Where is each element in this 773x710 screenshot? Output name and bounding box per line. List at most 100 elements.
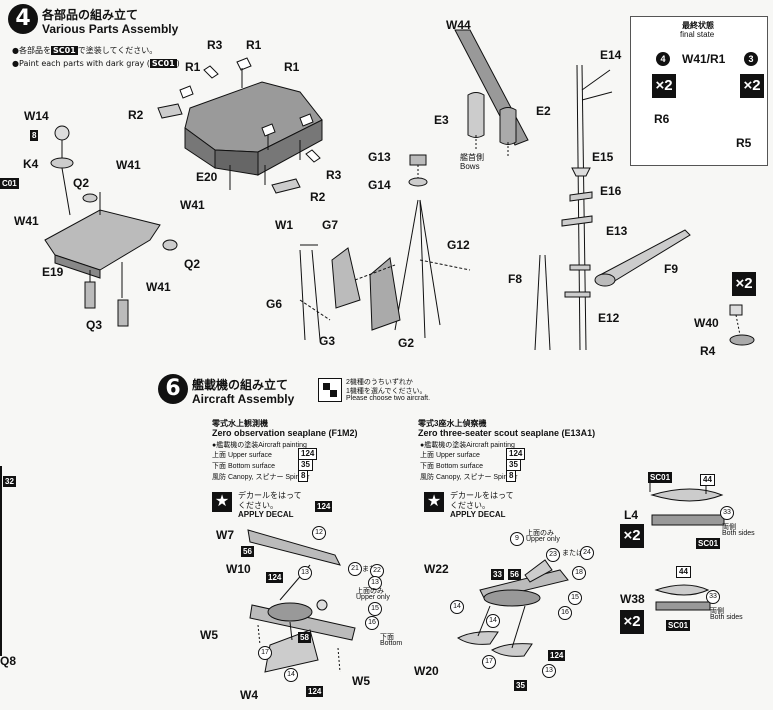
plane2-name-en: Zero three-seater scout seaplane (E13A1) bbox=[418, 428, 596, 438]
plane1-name-en: Zero observation seaplane (F1M2) bbox=[212, 428, 358, 438]
note-jp-2: で塗装してください。 bbox=[77, 46, 158, 55]
e14-mast bbox=[534, 64, 691, 351]
label-e20: E20 bbox=[196, 170, 218, 184]
plane1-drawing bbox=[247, 529, 356, 673]
row-label: 上面 Upper surface bbox=[420, 452, 480, 459]
code-56: 56 bbox=[241, 546, 254, 557]
final-right-mult: ×2 bbox=[740, 74, 764, 98]
plane1-decal-jp-1: デカールをはって bbox=[238, 491, 302, 500]
decal-17-p2: 17 bbox=[482, 655, 496, 669]
code-sc01-edge: C01 bbox=[0, 178, 19, 189]
final-state-title-jp: 最終状態 bbox=[682, 21, 714, 30]
label-k4: K4 bbox=[23, 157, 39, 171]
label-w41-right: W41 bbox=[180, 198, 205, 212]
code-32: 32 bbox=[3, 476, 16, 487]
step-4-title-en: Various Parts Assembly bbox=[42, 22, 179, 36]
final-r5: R5 bbox=[736, 136, 752, 150]
decal-18: 18 bbox=[572, 566, 586, 580]
plane1-bottom-en: Bottom bbox=[380, 640, 403, 647]
plane2-decal-jp-1: デカールをはって bbox=[450, 491, 514, 500]
label-r3-right: R3 bbox=[326, 168, 342, 182]
step-6-title-jp: 艦載機の組み立て bbox=[192, 378, 289, 392]
plane2-row-1: 下面 Bottom surface bbox=[420, 461, 520, 471]
label-r1-top: R1 bbox=[246, 38, 262, 52]
code-sc01-c: SC01 bbox=[666, 620, 691, 631]
final-part-label: W41/R1 bbox=[682, 52, 726, 66]
plane2-row-2: 風防 Canopy, スピナー Spinner bbox=[420, 472, 520, 482]
note-code-en: SC01 bbox=[149, 59, 177, 68]
choose-en: Please choose two aircraft. bbox=[346, 395, 431, 402]
decal-17: 17 bbox=[258, 646, 272, 660]
label-e16: E16 bbox=[600, 184, 622, 198]
label-q3: Q3 bbox=[86, 318, 103, 332]
plane2-upper-jp: 上面のみ bbox=[526, 530, 554, 537]
label-w1: W1 bbox=[275, 218, 293, 232]
code-56-p2: 56 bbox=[508, 569, 521, 580]
label-w41-bottom: W41 bbox=[146, 280, 171, 294]
decal-14b-p2: 14 bbox=[486, 614, 500, 628]
decal-13b: 13 bbox=[368, 576, 382, 590]
label-r4: R4 bbox=[700, 344, 716, 358]
w40-mult: ×2 bbox=[732, 272, 756, 296]
plane2-name-jp: 零式3座水上偵察機 bbox=[418, 419, 487, 428]
label-g7: G7 bbox=[322, 218, 339, 232]
code-44-b: 44 bbox=[676, 566, 691, 578]
boat-drawings bbox=[649, 476, 725, 611]
row-label: 風防 Canopy, スピナー Spinner bbox=[212, 474, 310, 481]
plane1-row-1: 下面 Bottom surface bbox=[212, 461, 312, 471]
label-w40: W40 bbox=[694, 316, 719, 330]
step-6-title-en: Aircraft Assembly bbox=[192, 392, 295, 406]
label-r2-left: R2 bbox=[128, 108, 144, 122]
decal-15-p2: 15 bbox=[568, 591, 582, 605]
code-sc01-b: SC01 bbox=[696, 538, 721, 549]
both-jp-a: 両側 bbox=[722, 524, 736, 531]
label-g12: G12 bbox=[447, 238, 470, 252]
final-state-title-en: final state bbox=[680, 30, 715, 39]
label-w44: W44 bbox=[446, 18, 471, 32]
plane1-row-2: 風防 Canopy, スピナー Spinner bbox=[212, 472, 312, 482]
label-g6: G6 bbox=[266, 297, 283, 311]
plane2-row-2-code: 8 bbox=[506, 470, 517, 482]
label-e14: E14 bbox=[600, 48, 622, 62]
plane2-decal-jp-2: ください。 bbox=[450, 501, 490, 510]
left-edge-line bbox=[0, 466, 2, 656]
final-r6: R6 bbox=[654, 112, 670, 126]
plane1-decal-en: APPLY DECAL bbox=[238, 510, 294, 519]
label-w14: W14 bbox=[24, 109, 49, 123]
label-w10: W10 bbox=[226, 562, 251, 576]
note-code-jp: SC01 bbox=[50, 46, 78, 55]
label-bows-en: Bows bbox=[460, 162, 480, 171]
plane2-mata: または bbox=[562, 550, 583, 557]
decal-33-a: 33 bbox=[720, 506, 734, 520]
label-w20: W20 bbox=[414, 664, 439, 678]
label-w5-right: W5 bbox=[352, 674, 370, 688]
plane1-paint-title: ●艦載機の塗装Aircraft painting bbox=[212, 442, 307, 449]
label-w41-a: W41 bbox=[116, 158, 141, 172]
both-en-a: Both sides bbox=[722, 530, 755, 537]
row-label: 上面 Upper surface bbox=[212, 452, 272, 459]
row-label: 下面 Bottom surface bbox=[420, 463, 484, 470]
g12-tripod bbox=[299, 154, 471, 341]
label-g3: G3 bbox=[319, 334, 336, 348]
plane2-drawing bbox=[457, 559, 569, 657]
label-g2: G2 bbox=[398, 336, 415, 350]
choose-jp-2: 1機種を選んでください。 bbox=[346, 388, 427, 395]
note-jp-1: ●各部品を bbox=[12, 46, 51, 55]
label-g13: G13 bbox=[368, 150, 391, 164]
label-f9: F9 bbox=[664, 262, 679, 276]
plane2-decal-en: APPLY DECAL bbox=[450, 510, 506, 519]
row-label: 風防 Canopy, スピナー Spinner bbox=[420, 474, 518, 481]
e20-platform bbox=[157, 57, 323, 194]
code-124-p2: 124 bbox=[548, 650, 566, 661]
decal-14: 14 bbox=[284, 668, 298, 682]
plane2-row-0-code: 124 bbox=[506, 448, 526, 460]
plane1-name-jp: 零式水上観測機 bbox=[212, 419, 268, 428]
plane1-decal-jp-2: ください。 bbox=[238, 501, 278, 510]
label-w22: W22 bbox=[424, 562, 449, 576]
label-w5-left: W5 bbox=[200, 628, 218, 642]
label-e19: E19 bbox=[42, 265, 64, 279]
l4-mult: ×2 bbox=[620, 524, 644, 548]
decal-16: 16 bbox=[365, 616, 379, 630]
